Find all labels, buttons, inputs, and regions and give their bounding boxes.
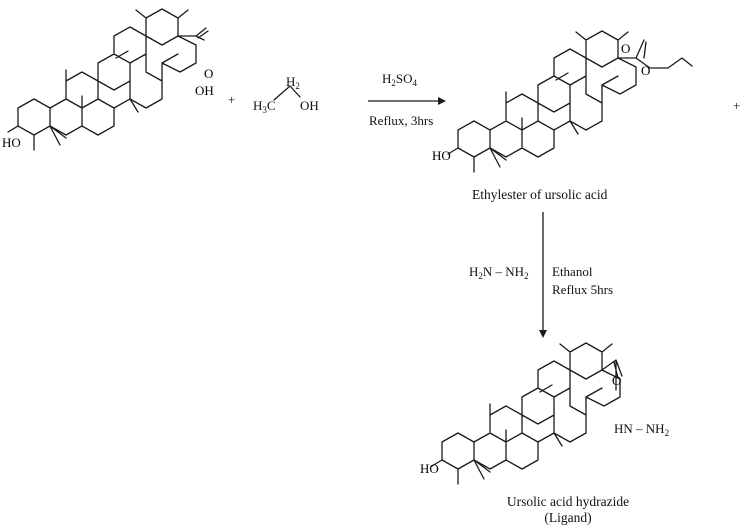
hydrazine-label: H2N – NH2 xyxy=(469,264,529,281)
ursolic-acid-structure xyxy=(7,8,209,151)
reaction-arrow-2 xyxy=(539,212,547,338)
product-caption: Ursolic acid hydrazide (Ligand) xyxy=(498,494,638,526)
hydrazide-group-label: HN – NH2 xyxy=(614,421,670,438)
plus-sign: + xyxy=(228,92,236,107)
reflux-3hrs-label: Reflux, 3hrs xyxy=(369,113,434,128)
h2so4-label: H2SO4 xyxy=(382,71,418,88)
acid-o-label: O xyxy=(204,66,213,81)
intermediate-caption: Ethylester of ursolic acid xyxy=(472,187,608,202)
int-hydroxyl-label: HO xyxy=(432,148,451,163)
reaction-arrow-1 xyxy=(368,97,446,105)
ester-skeleton-bonds xyxy=(447,30,693,173)
product-hydroxyl-label: HO xyxy=(420,461,439,476)
ethanol-h2-label: H2 xyxy=(286,74,300,91)
ethanol-bonds xyxy=(273,85,301,101)
ethanol-condition-label: Ethanol xyxy=(552,264,593,279)
ethanol-h3c-label: H3C xyxy=(253,98,276,115)
product-caption-line2: (Ligand) xyxy=(544,510,592,525)
skeleton-bonds xyxy=(7,8,209,151)
sm-hydroxyl-label: HO xyxy=(2,135,21,150)
ester-o2-label: O xyxy=(641,63,650,78)
ethanol-oh-label: OH xyxy=(300,98,319,113)
ester-o1-label: O xyxy=(621,41,630,56)
product-caption-line1: Ursolic acid hydrazide xyxy=(506,494,630,509)
product-o-label: O xyxy=(612,373,621,388)
trailing-plus-sign: + xyxy=(733,98,741,113)
product-skeleton-bonds xyxy=(431,342,623,485)
ethyl-ester-structure xyxy=(447,30,693,173)
hydrazide-structure xyxy=(431,342,623,485)
acid-oh-label: OH xyxy=(195,83,214,98)
reflux-5hrs-label: Reflux 5hrs xyxy=(552,282,614,297)
